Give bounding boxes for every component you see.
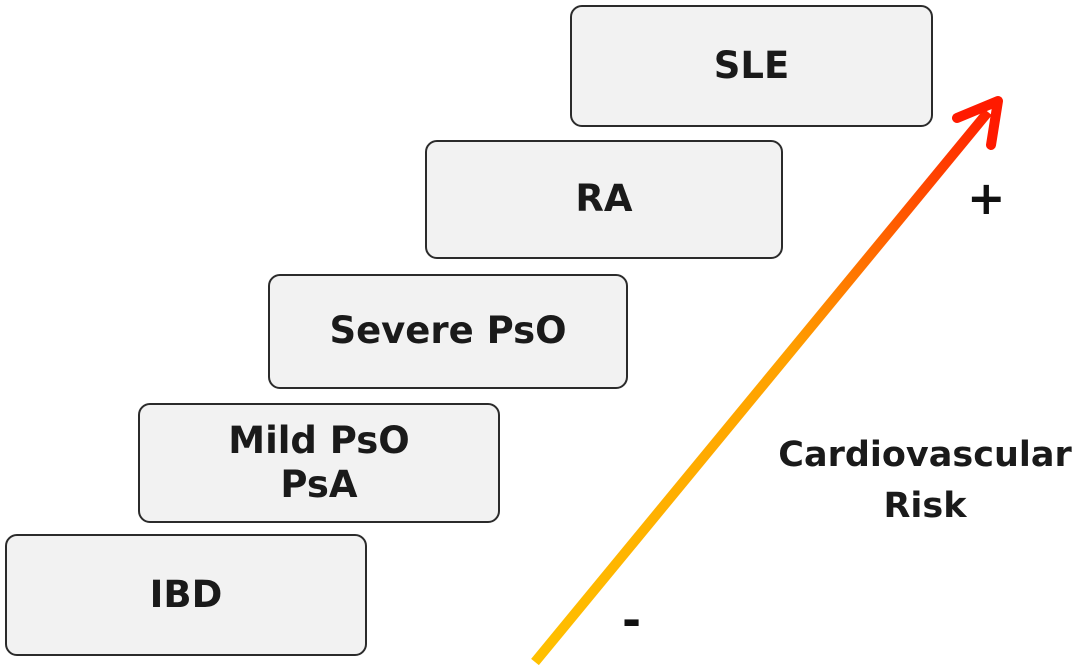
step-label-severe-pso: Severe PsO xyxy=(329,309,567,353)
low-risk-marker: - xyxy=(622,593,642,647)
risk-axis-label: Cardiovascular Risk xyxy=(770,430,1080,532)
step-label-psa: PsA xyxy=(280,463,358,506)
step-box-ibd: IBD xyxy=(5,534,367,656)
risk-arrow-head xyxy=(952,96,1003,150)
high-risk-marker: + xyxy=(967,171,1006,225)
step-label-ra: RA xyxy=(575,177,633,221)
step-label-ibd: IBD xyxy=(149,572,223,616)
risk-axis-label-line-1: Cardiovascular xyxy=(778,435,1072,475)
step-box-severe-pso: Severe PsO xyxy=(268,274,628,389)
risk-arrow-shaft xyxy=(531,108,992,666)
step-box-sle: SLE xyxy=(570,5,933,127)
step-box-ra: RA xyxy=(425,140,783,259)
step-label-mild-pso: Mild PsO xyxy=(228,418,410,462)
risk-axis-label-line-2: Risk xyxy=(883,485,967,526)
step-box-mild-pso-psa: Mild PsO PsA xyxy=(138,403,500,523)
step-label-sle: SLE xyxy=(713,43,790,87)
